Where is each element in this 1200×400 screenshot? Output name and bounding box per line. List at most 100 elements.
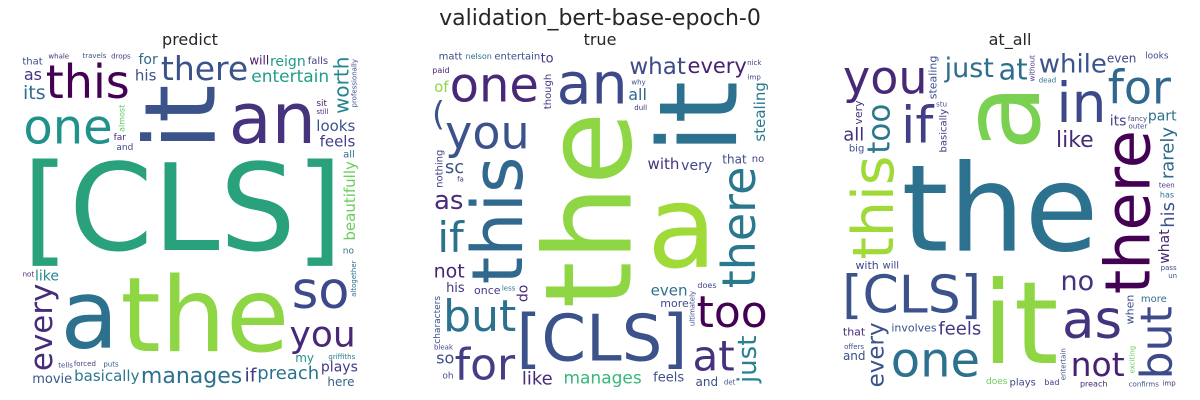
- cloud-word: of: [434, 78, 449, 96]
- cloud-word: travels: [82, 52, 106, 60]
- cloud-word: to: [541, 51, 554, 66]
- cloud-word: if: [437, 213, 465, 262]
- cloud-word: has: [1160, 190, 1174, 199]
- cloud-word: and: [695, 375, 718, 389]
- cloud-word: less: [502, 284, 516, 292]
- cloud-word: fa: [457, 176, 464, 184]
- cloud-word: no: [343, 246, 355, 256]
- cloud-word: the: [902, 141, 1099, 280]
- cloud-word: once: [474, 284, 501, 297]
- cloud-word: with: [855, 259, 878, 272]
- cloud-word: do: [516, 285, 532, 302]
- cloud-word: no: [752, 154, 764, 165]
- cloud-word: even: [1107, 51, 1136, 65]
- cloud-word: so: [292, 262, 350, 321]
- cloud-word: too: [862, 104, 898, 154]
- cloud-word: will: [883, 260, 900, 271]
- cloud-word: for: [455, 340, 516, 390]
- cloud-word: very: [681, 158, 712, 174]
- cloud-word: [CLS]: [842, 265, 981, 325]
- cloud-word: and: [843, 349, 866, 363]
- cloud-word: his: [1158, 202, 1179, 228]
- cloud-word: looks: [316, 117, 355, 135]
- cloud-word: if: [901, 96, 934, 155]
- cloud-word: in: [1056, 71, 1106, 135]
- cloud-word: bad: [1044, 378, 1059, 387]
- cloud-word: like: [522, 368, 553, 389]
- cloud-word: even: [651, 281, 688, 299]
- cloud-word: one: [450, 58, 539, 114]
- cloud-word: his: [135, 66, 157, 84]
- panel-title-true: true: [583, 30, 617, 49]
- cloud-word: it: [982, 257, 1058, 390]
- cloud-word: very: [852, 100, 865, 125]
- cloud-word: griffiths: [328, 353, 355, 361]
- cloud-word: more: [1141, 294, 1167, 305]
- cloud-word: will: [249, 53, 269, 67]
- cloud-word: feels: [938, 319, 981, 340]
- cloud-word: his: [446, 281, 465, 296]
- cloud-word: imp: [1162, 379, 1176, 387]
- cloud-word: no: [1061, 266, 1095, 297]
- cloud-word: looks: [1145, 51, 1169, 61]
- cloud-word: pass: [1161, 264, 1177, 272]
- cloud-word: every: [688, 54, 747, 78]
- cloud-word: a: [60, 261, 118, 371]
- cloud-word: imp: [748, 73, 762, 81]
- cloud-word: oh: [442, 371, 453, 381]
- cloud-word: its: [23, 82, 46, 104]
- cloud-word: that: [722, 153, 747, 167]
- cloud-word: all: [843, 124, 864, 145]
- cloud-word: like: [35, 268, 59, 284]
- cloud-word: stu: [936, 101, 947, 109]
- cloud-word: while: [1039, 50, 1107, 80]
- cloud-word: reign: [270, 54, 306, 70]
- cloud-word: more: [660, 297, 689, 310]
- cloud-word: like: [1056, 128, 1094, 153]
- cloud-word: nick: [747, 59, 762, 67]
- cloud-word: this: [46, 55, 130, 109]
- cloud-word: the: [521, 112, 660, 309]
- cloud-word: for: [138, 52, 157, 68]
- cloud-word: involves: [891, 321, 937, 334]
- cloud-word: this: [457, 156, 539, 284]
- cloud-word: [CLS]: [22, 140, 342, 279]
- cloud-word: just: [944, 53, 994, 84]
- cloud-word: det: [724, 379, 736, 387]
- cloud-word: you: [290, 315, 356, 356]
- cloud-word: altogether: [350, 260, 358, 296]
- cloud-word: an: [229, 78, 316, 160]
- cloud-word: worth: [329, 57, 353, 114]
- cloud-word: stealing: [751, 82, 769, 141]
- cloud-word: for: [1108, 60, 1171, 114]
- cloud-word: beautifully: [341, 161, 359, 241]
- cloud-word: far: [114, 133, 127, 143]
- figure-title: validation_bert-base-epoch-0: [439, 6, 761, 31]
- cloud-word: so: [436, 349, 454, 368]
- cloud-word: but: [1132, 306, 1180, 379]
- cloud-word: entertain: [251, 67, 329, 87]
- cloud-word: a: [938, 84, 1065, 151]
- cloud-word: with: [648, 155, 680, 173]
- cloud-word: drops: [111, 53, 131, 61]
- cloud-word: but: [443, 291, 516, 342]
- cloud-word: dull: [634, 104, 647, 112]
- cloud-word: almost: [117, 105, 126, 132]
- cloud-word: an: [557, 51, 628, 117]
- cloud-word: basically: [939, 109, 950, 153]
- cloud-word: whale: [48, 52, 69, 60]
- cloud-word: manages: [141, 364, 242, 389]
- cloud-word: does: [697, 281, 716, 290]
- cloud-word: at: [998, 52, 1027, 86]
- cloud-word: just: [733, 336, 763, 384]
- cloud-word: plays: [321, 360, 358, 376]
- cloud-word: not: [1071, 345, 1125, 384]
- cloud-word: feels: [653, 370, 684, 385]
- cloud-word: outer: [1129, 123, 1148, 131]
- cloud-word: the: [120, 256, 289, 376]
